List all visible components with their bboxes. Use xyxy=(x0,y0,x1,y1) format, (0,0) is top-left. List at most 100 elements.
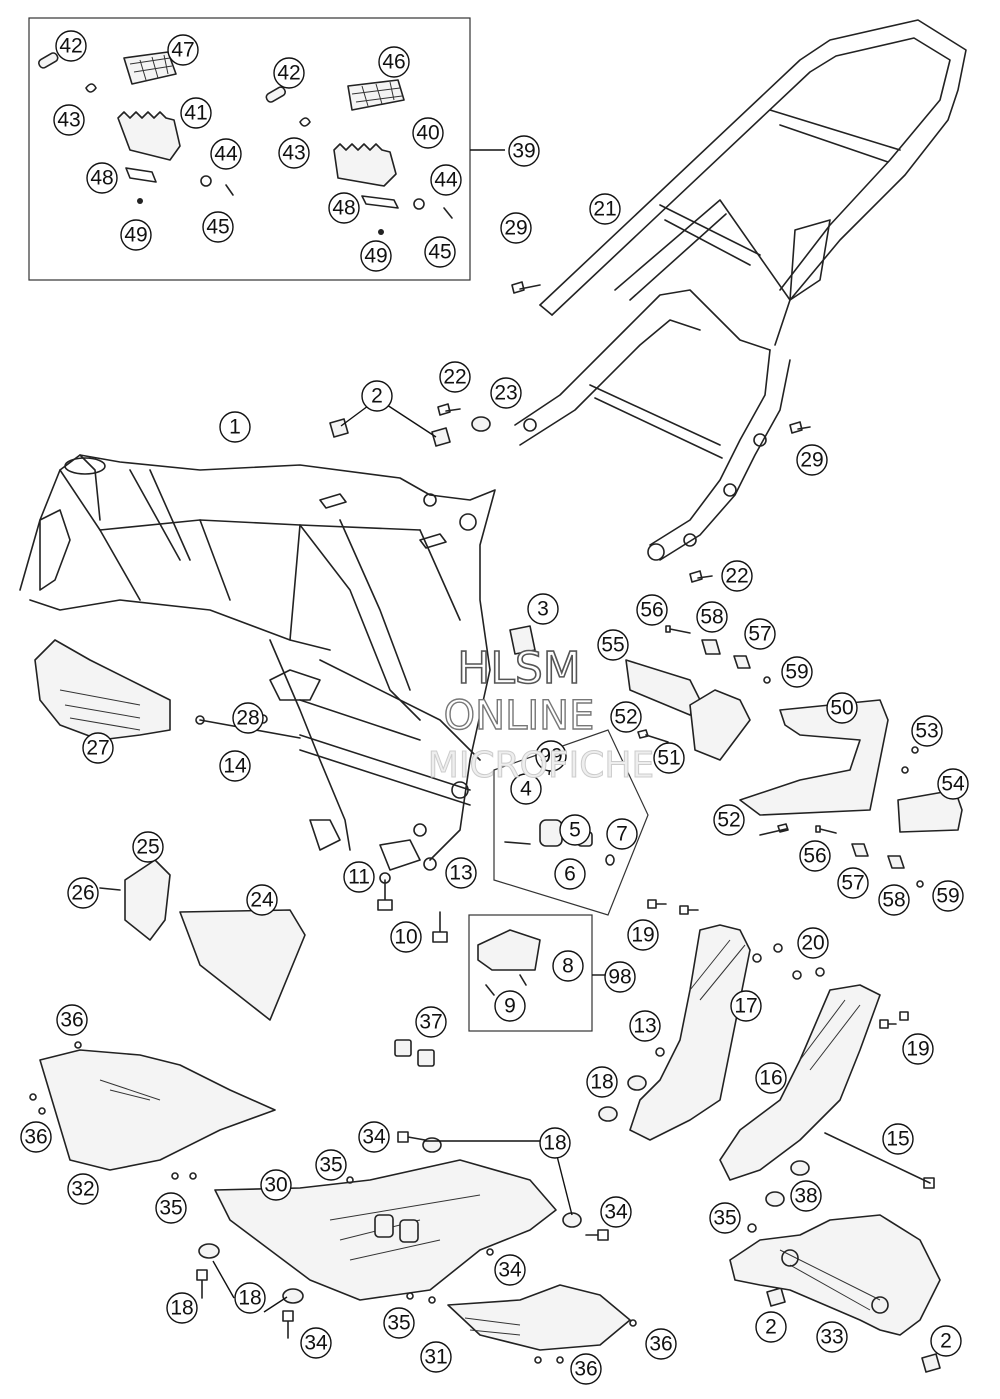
callout-50: 50 xyxy=(826,692,858,724)
callout-number: 32 xyxy=(71,1178,94,1201)
callout-number: 44 xyxy=(214,143,238,166)
callout-42: 42 xyxy=(273,57,305,89)
callout-14: 14 xyxy=(219,750,251,782)
callout-number: 7 xyxy=(616,823,628,846)
callout-number: 8 xyxy=(562,955,574,978)
callout-circle xyxy=(882,1123,914,1155)
callout-number: 50 xyxy=(830,697,853,720)
callout-circle xyxy=(610,701,642,733)
callout-number: 35 xyxy=(387,1312,410,1335)
callout-5: 5 xyxy=(559,814,591,846)
callout-circle xyxy=(508,135,540,167)
callout-45: 45 xyxy=(202,211,234,243)
callout-circle xyxy=(627,919,659,951)
callout-circle xyxy=(234,1282,266,1314)
callout-number: 11 xyxy=(348,866,370,889)
callout-57: 57 xyxy=(837,867,869,899)
callout-circle xyxy=(67,1173,99,1205)
footrest-kit-parts xyxy=(38,51,453,235)
callout-9: 9 xyxy=(494,990,526,1022)
callout-circle xyxy=(67,877,99,909)
callout-circle xyxy=(902,1033,934,1065)
callout-59: 59 xyxy=(932,880,964,912)
callout-number: 34 xyxy=(304,1332,328,1355)
callout-number: 42 xyxy=(59,35,82,58)
callout-48: 48 xyxy=(328,192,360,224)
callout-36: 36 xyxy=(20,1121,52,1153)
callout-circle xyxy=(210,138,242,170)
callout-number: 38 xyxy=(794,1185,817,1208)
callout-36: 36 xyxy=(645,1328,677,1360)
callout-10: 10 xyxy=(390,921,422,953)
callout-4: 4 xyxy=(510,773,542,805)
callout-circle xyxy=(721,560,753,592)
callout-59: 59 xyxy=(781,656,813,688)
callout-28: 28 xyxy=(232,702,264,734)
callout-23: 23 xyxy=(490,377,522,409)
callout-26: 26 xyxy=(67,877,99,909)
callout-58: 58 xyxy=(878,884,910,916)
callout-number: 18 xyxy=(238,1287,261,1310)
callout-38: 38 xyxy=(790,1180,822,1212)
callout-number: 58 xyxy=(700,606,723,629)
callout-circle xyxy=(53,104,85,136)
callout-98: 98 xyxy=(604,961,636,993)
small-hardware xyxy=(258,281,924,888)
guide-kit-inset-box xyxy=(468,914,593,1032)
callout-number: 99 xyxy=(539,745,562,768)
callout-29: 29 xyxy=(500,212,532,244)
callout-number: 34 xyxy=(362,1126,386,1149)
callout-circle xyxy=(430,164,462,196)
callout-number: 42 xyxy=(277,62,300,85)
callout-7: 7 xyxy=(606,818,638,850)
watermark-line-2: ONLINE xyxy=(444,693,595,739)
callout-circle xyxy=(166,1292,198,1324)
callout-circle xyxy=(358,1121,390,1153)
callout-number: 18 xyxy=(543,1132,566,1155)
callout-35: 35 xyxy=(383,1307,415,1339)
callout-number: 52 xyxy=(717,809,740,832)
callout-number: 3 xyxy=(537,598,549,621)
callout-number: 34 xyxy=(498,1259,522,1282)
callout-circle xyxy=(300,1327,332,1359)
callout-51: 51 xyxy=(653,742,685,774)
callout-circle xyxy=(930,1325,962,1357)
callout-number: 53 xyxy=(915,720,938,743)
callout-circle xyxy=(554,858,586,890)
callout-circle xyxy=(696,601,728,633)
callout-circle xyxy=(629,1010,661,1042)
callout-number: 35 xyxy=(319,1154,342,1177)
callout-18: 18 xyxy=(166,1292,198,1324)
callout-number: 17 xyxy=(734,995,757,1018)
rear-subframe xyxy=(514,19,967,561)
callout-circle xyxy=(420,1341,452,1373)
callout-number: 98 xyxy=(608,966,631,989)
callout-circle xyxy=(510,773,542,805)
callout-34: 34 xyxy=(358,1121,390,1153)
callout-21: 21 xyxy=(589,193,621,225)
callout-circle xyxy=(535,740,567,772)
callout-circle xyxy=(559,814,591,846)
callout-circle xyxy=(755,1311,787,1343)
callout-35: 35 xyxy=(155,1192,187,1224)
callout-circle xyxy=(500,212,532,244)
callout-circle xyxy=(837,867,869,899)
callout-circle xyxy=(713,804,745,836)
callout-circle xyxy=(932,880,964,912)
callout-circle xyxy=(278,137,310,169)
callout-circle xyxy=(412,117,444,149)
callout-circle xyxy=(494,990,526,1022)
callout-56: 56 xyxy=(799,840,831,872)
callout-99: 99 xyxy=(535,740,567,772)
callout-number: 49 xyxy=(124,224,147,247)
callout-number: 33 xyxy=(820,1326,843,1349)
callout-43: 43 xyxy=(53,104,85,136)
callout-36: 36 xyxy=(56,1004,88,1036)
callout-34: 34 xyxy=(494,1254,526,1286)
callout-number: 6 xyxy=(564,863,576,886)
callout-number: 25 xyxy=(136,836,159,859)
callout-number: 13 xyxy=(449,862,472,885)
callout-number: 35 xyxy=(159,1197,182,1220)
callout-circle xyxy=(645,1328,677,1360)
